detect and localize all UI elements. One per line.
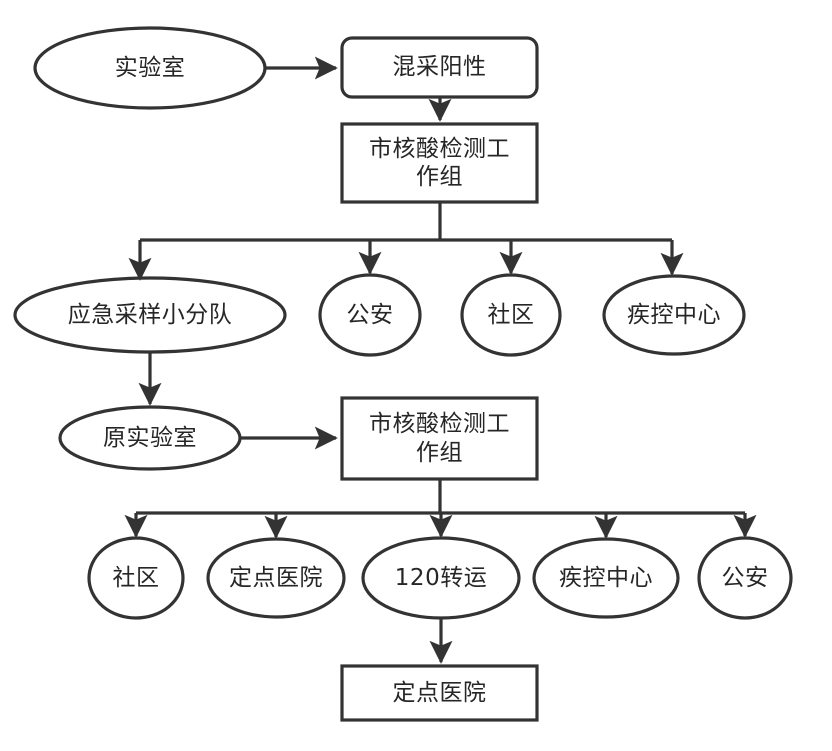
node-shape-cdc-1[interactable] — [602, 274, 746, 356]
node-shape-police-2[interactable] — [697, 536, 793, 620]
node-shape-original-lab[interactable] — [58, 405, 242, 471]
node-shape-pooled-positive[interactable] — [340, 36, 539, 99]
node-shape-lab[interactable] — [33, 26, 267, 110]
node-shape-city-workgroup-1[interactable] — [340, 122, 539, 204]
node-shape-community-1[interactable] — [460, 273, 562, 357]
node-shape-emergency-team[interactable] — [13, 276, 287, 354]
node-shape-community-2[interactable] — [87, 536, 185, 620]
node-shape-city-workgroup-2[interactable] — [340, 396, 539, 481]
node-shape-cdc-2[interactable] — [532, 537, 680, 619]
node-shape-transfer-120[interactable] — [361, 536, 521, 620]
node-shape-designated-hospital-1[interactable] — [206, 537, 346, 619]
node-shape-police-1[interactable] — [318, 273, 422, 357]
node-shape-designated-hospital-2[interactable] — [340, 664, 539, 722]
